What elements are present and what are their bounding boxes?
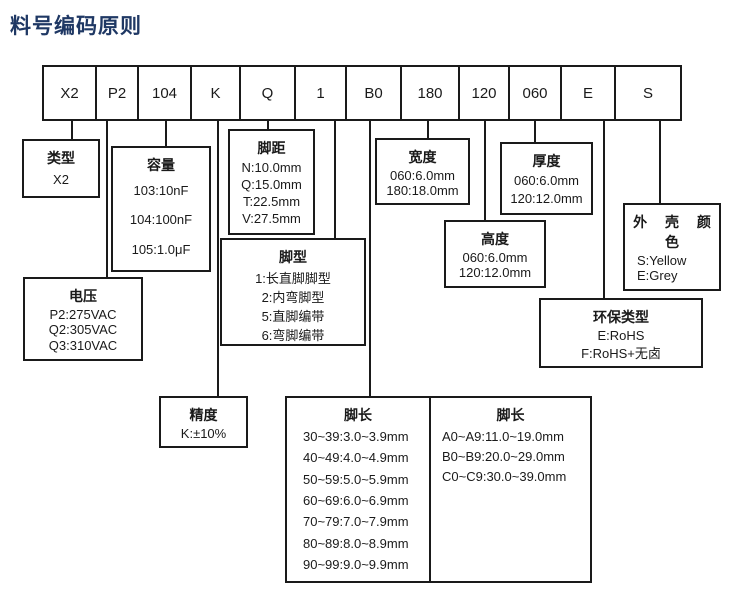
box-thickness: 厚度 060:6.0mm 120:12.0mm (500, 142, 593, 215)
box-voltage-title: 电压 (69, 288, 97, 304)
box-precision-item: K:±10% (180, 426, 227, 441)
box-pin-length-alpha: 脚长 A0~A9:11.0~19.0mm B0~B9:20.0~29.0mm C… (429, 398, 590, 581)
box-pin-length-numeric-item: 60~69:6.0~6.9mm (303, 492, 409, 508)
box-height-title: 高度 (481, 231, 509, 247)
connector-120-to-height (484, 121, 486, 220)
connector-s-to-shell-color (659, 121, 661, 203)
box-type-item: X2 (53, 172, 69, 187)
part-number-code-row: X2 P2 104 K Q 1 B0 180 120 060 E S (42, 65, 682, 121)
box-eco-type-title: 环保类型 (593, 309, 649, 325)
box-pin-length-alpha-item: C0~C9:30.0~39.0mm (442, 468, 567, 484)
box-pitch-item: Q:15.0mm (241, 177, 302, 192)
box-voltage-item: Q2:305VAC (48, 322, 118, 338)
box-pin-length-numeric-item: 70~79:7.0~7.9mm (303, 514, 409, 530)
box-shell-color-title: 外 壳 颜 色 (633, 214, 718, 250)
box-height: 高度 060:6.0mm 120:12.0mm (444, 220, 546, 288)
code-cell-color: S (614, 67, 680, 119)
code-cell-pin-type: 1 (294, 67, 345, 119)
code-cell-type: X2 (60, 84, 79, 102)
box-type-title: 类型 (47, 150, 75, 166)
box-capacity-item: 105:1.0μF (131, 241, 191, 257)
box-pin-length-numeric-item: 50~59:5.0~5.9mm (303, 471, 409, 487)
box-capacity-item: 103:10nF (133, 183, 189, 199)
connector-q-to-pitch (267, 121, 269, 130)
box-precision-title: 精度 (189, 407, 218, 423)
box-width-title: 宽度 (408, 149, 437, 165)
box-thickness-item: 120:12.0mm (510, 190, 583, 206)
box-capacity: 容量 103:10nF 104:100nF 105:1.0μF (111, 146, 211, 272)
box-pitch-item: T:22.5mm (242, 194, 301, 209)
box-pin-length-alpha-item: A0~A9:11.0~19.0mm (442, 428, 564, 444)
page-title: 料号编码原则 (10, 15, 142, 38)
box-voltage: 电压 P2:275VAC Q2:305VAC Q3:310VAC (23, 277, 143, 361)
code-cell-height: 120 (458, 67, 508, 119)
box-width: 宽度 060:6.0mm 180:18.0mm (375, 138, 470, 205)
box-pin-type: 脚型 1:长直脚脚型 2:内弯脚型 5:直脚编带 6:弯脚编带 (220, 238, 366, 346)
box-capacity-item: 104:100nF (129, 212, 193, 228)
code-cell-eco: E (560, 67, 614, 119)
connector-180-to-width (427, 121, 429, 138)
box-pin-length-numeric-item: 90~99:9.0~9.9mm (303, 556, 409, 572)
box-height-item: 060:6.0mm (462, 250, 528, 265)
box-voltage-item: P2:275VAC (49, 307, 117, 323)
box-pin-length-numeric: 脚长 30~39:3.0~3.9mm 40~49:4.0~4.9mm 50~59… (287, 398, 429, 581)
box-precision: 精度 K:±10% (159, 396, 248, 448)
connector-e-to-eco-type (603, 121, 605, 298)
box-voltage-item: Q3:310VAC (48, 337, 118, 353)
box-pin-length-numeric-item: 40~49:4.0~4.9mm (303, 450, 409, 466)
box-width-item: 180:18.0mm (386, 183, 459, 198)
code-cell-thickness: 060 (508, 67, 560, 119)
code-cell-voltage: P2 (95, 67, 137, 119)
connector-p2-to-voltage (106, 121, 108, 277)
box-thickness-title: 厚度 (532, 153, 561, 169)
box-height-item: 120:12.0mm (458, 265, 532, 280)
box-pin-type-title: 脚型 (279, 249, 307, 265)
box-pin-length-alpha-title: 脚长 (496, 407, 525, 423)
box-shell-color-item: S:Yellow (637, 253, 687, 268)
box-width-item: 060:6.0mm (389, 168, 456, 183)
box-shell-color: 外 壳 颜 色 S:Yellow E:Grey (623, 203, 721, 291)
code-cell-capacity: 104 (137, 67, 190, 119)
box-pitch-title: 脚距 (257, 140, 286, 156)
box-pin-type-item: 2:内弯脚型 (261, 290, 325, 305)
box-pin-length-numeric-item: 30~39:3.0~3.9mm (303, 429, 409, 445)
box-pin-length-alpha-item: B0~B9:20.0~29.0mm (442, 448, 565, 464)
box-pitch-item: N:10.0mm (241, 160, 302, 175)
box-thickness-item: 060:6.0mm (513, 173, 580, 189)
box-shell-color-item: E:Grey (637, 268, 678, 283)
box-pin-length: 脚长 30~39:3.0~3.9mm 40~49:4.0~4.9mm 50~59… (285, 396, 592, 583)
connector-104-to-capacity (165, 121, 167, 146)
connector-1-to-pin-type (334, 121, 336, 238)
box-pitch: 脚距 N:10.0mm Q:15.0mm T:22.5mm V:27.5mm (228, 129, 315, 235)
code-cell-pin-length: B0 (345, 67, 400, 119)
connector-k-to-precision (217, 121, 219, 396)
box-pin-length-numeric-item: 80~89:8.0~8.9mm (303, 535, 409, 551)
box-pin-length-numeric-title: 脚长 (344, 407, 372, 423)
box-pitch-item: V:27.5mm (242, 211, 301, 226)
box-capacity-title: 容量 (147, 157, 175, 173)
box-eco-type-item: F:RoHS+无卤 (581, 346, 661, 361)
code-cell-pitch: Q (239, 67, 294, 119)
box-pin-type-item: 5:直脚编带 (261, 309, 325, 324)
connector-060-to-thickness (534, 121, 536, 142)
box-eco-type-item: E:RoHS (597, 328, 645, 343)
connector-b0-to-pin-length (369, 121, 371, 396)
box-pin-type-item: 6:弯脚编带 (261, 328, 325, 343)
box-type: 类型 X2 (22, 139, 100, 198)
code-cell-precision: K (190, 67, 239, 119)
connector-x2-to-type (71, 121, 73, 139)
box-eco-type: 环保类型 E:RoHS F:RoHS+无卤 (539, 298, 703, 368)
code-cell-width: 180 (400, 67, 458, 119)
box-pin-type-item: 1:长直脚脚型 (255, 271, 331, 286)
